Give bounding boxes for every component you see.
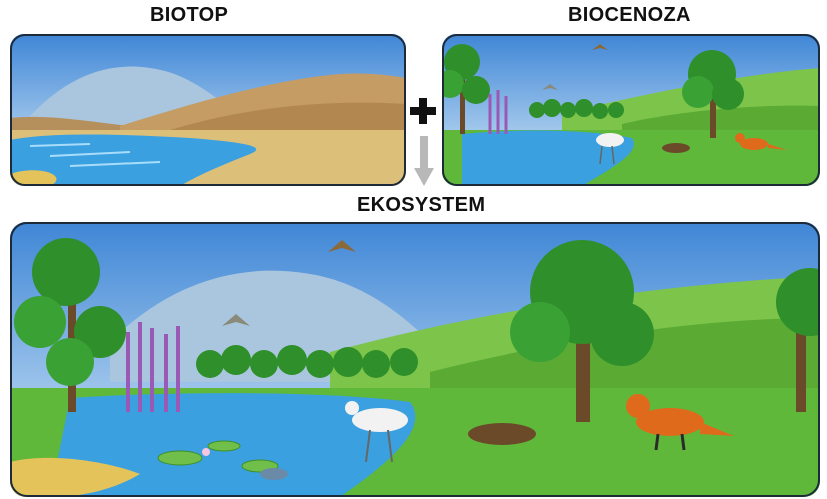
biotop-label: BIOTOP <box>150 4 228 27</box>
ekosystem-label: EKOSYSTEM <box>357 194 485 217</box>
duck <box>662 143 690 153</box>
fish <box>260 468 288 480</box>
biocenoza-panel <box>442 34 820 186</box>
biocenoza-label: BIOCENOZA <box>568 4 691 27</box>
ekosystem-illustration <box>10 222 820 497</box>
down-arrow-icon <box>414 136 434 186</box>
plus-icon <box>408 96 438 126</box>
duck <box>468 423 536 445</box>
biocenoza-illustration <box>442 34 820 186</box>
water-lily <box>202 448 210 456</box>
ekosystem-panel <box>10 222 820 497</box>
biotop-panel <box>10 34 406 186</box>
biotop-illustration <box>10 34 406 186</box>
